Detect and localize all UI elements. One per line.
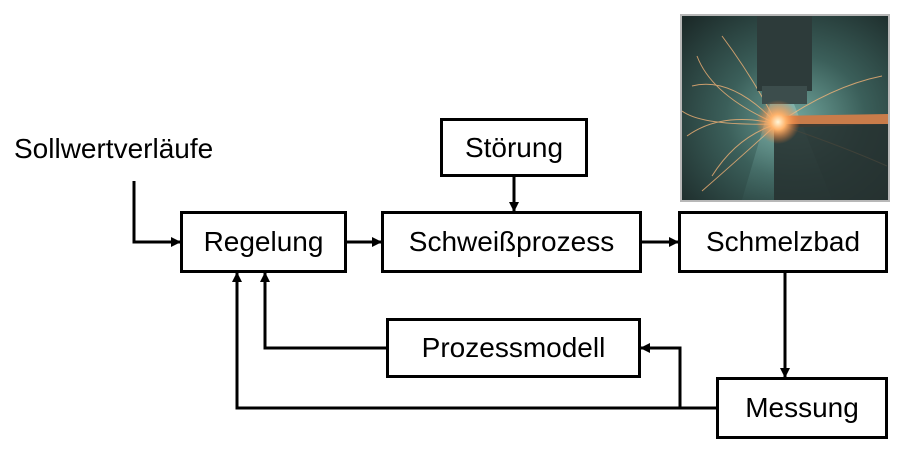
schmelzbad-box: Schmelzbad	[678, 211, 888, 273]
schmelzbad-label: Schmelzbad	[705, 226, 861, 257]
setpoint-label: Sollwertverläufe	[14, 133, 214, 164]
stoerung-label: Störung	[464, 131, 564, 163]
prozessmodell-box: Prozessmodell	[386, 318, 641, 378]
stoerung-box: Störung	[440, 118, 588, 177]
arrow-sollwert-to-regelung	[132, 181, 181, 247]
arrow-messung-to-prozessmodell	[640, 343, 682, 408]
regelung-label: Regelung	[203, 226, 324, 257]
schweissprozess-label: Schweißprozess	[408, 226, 615, 257]
welding-image	[682, 16, 888, 200]
messung-label: Messung	[745, 392, 859, 423]
arrow-prozessmodell-to-regelung	[260, 272, 386, 350]
arrow-messung-to-regelung	[232, 272, 716, 410]
welding-photo	[680, 14, 890, 202]
regelung-box: Regelung	[180, 211, 347, 273]
prozessmodell-label: Prozessmodell	[421, 332, 606, 363]
messung-box: Messung	[716, 377, 888, 439]
schweissprozess-box: Schweißprozess	[381, 211, 642, 273]
